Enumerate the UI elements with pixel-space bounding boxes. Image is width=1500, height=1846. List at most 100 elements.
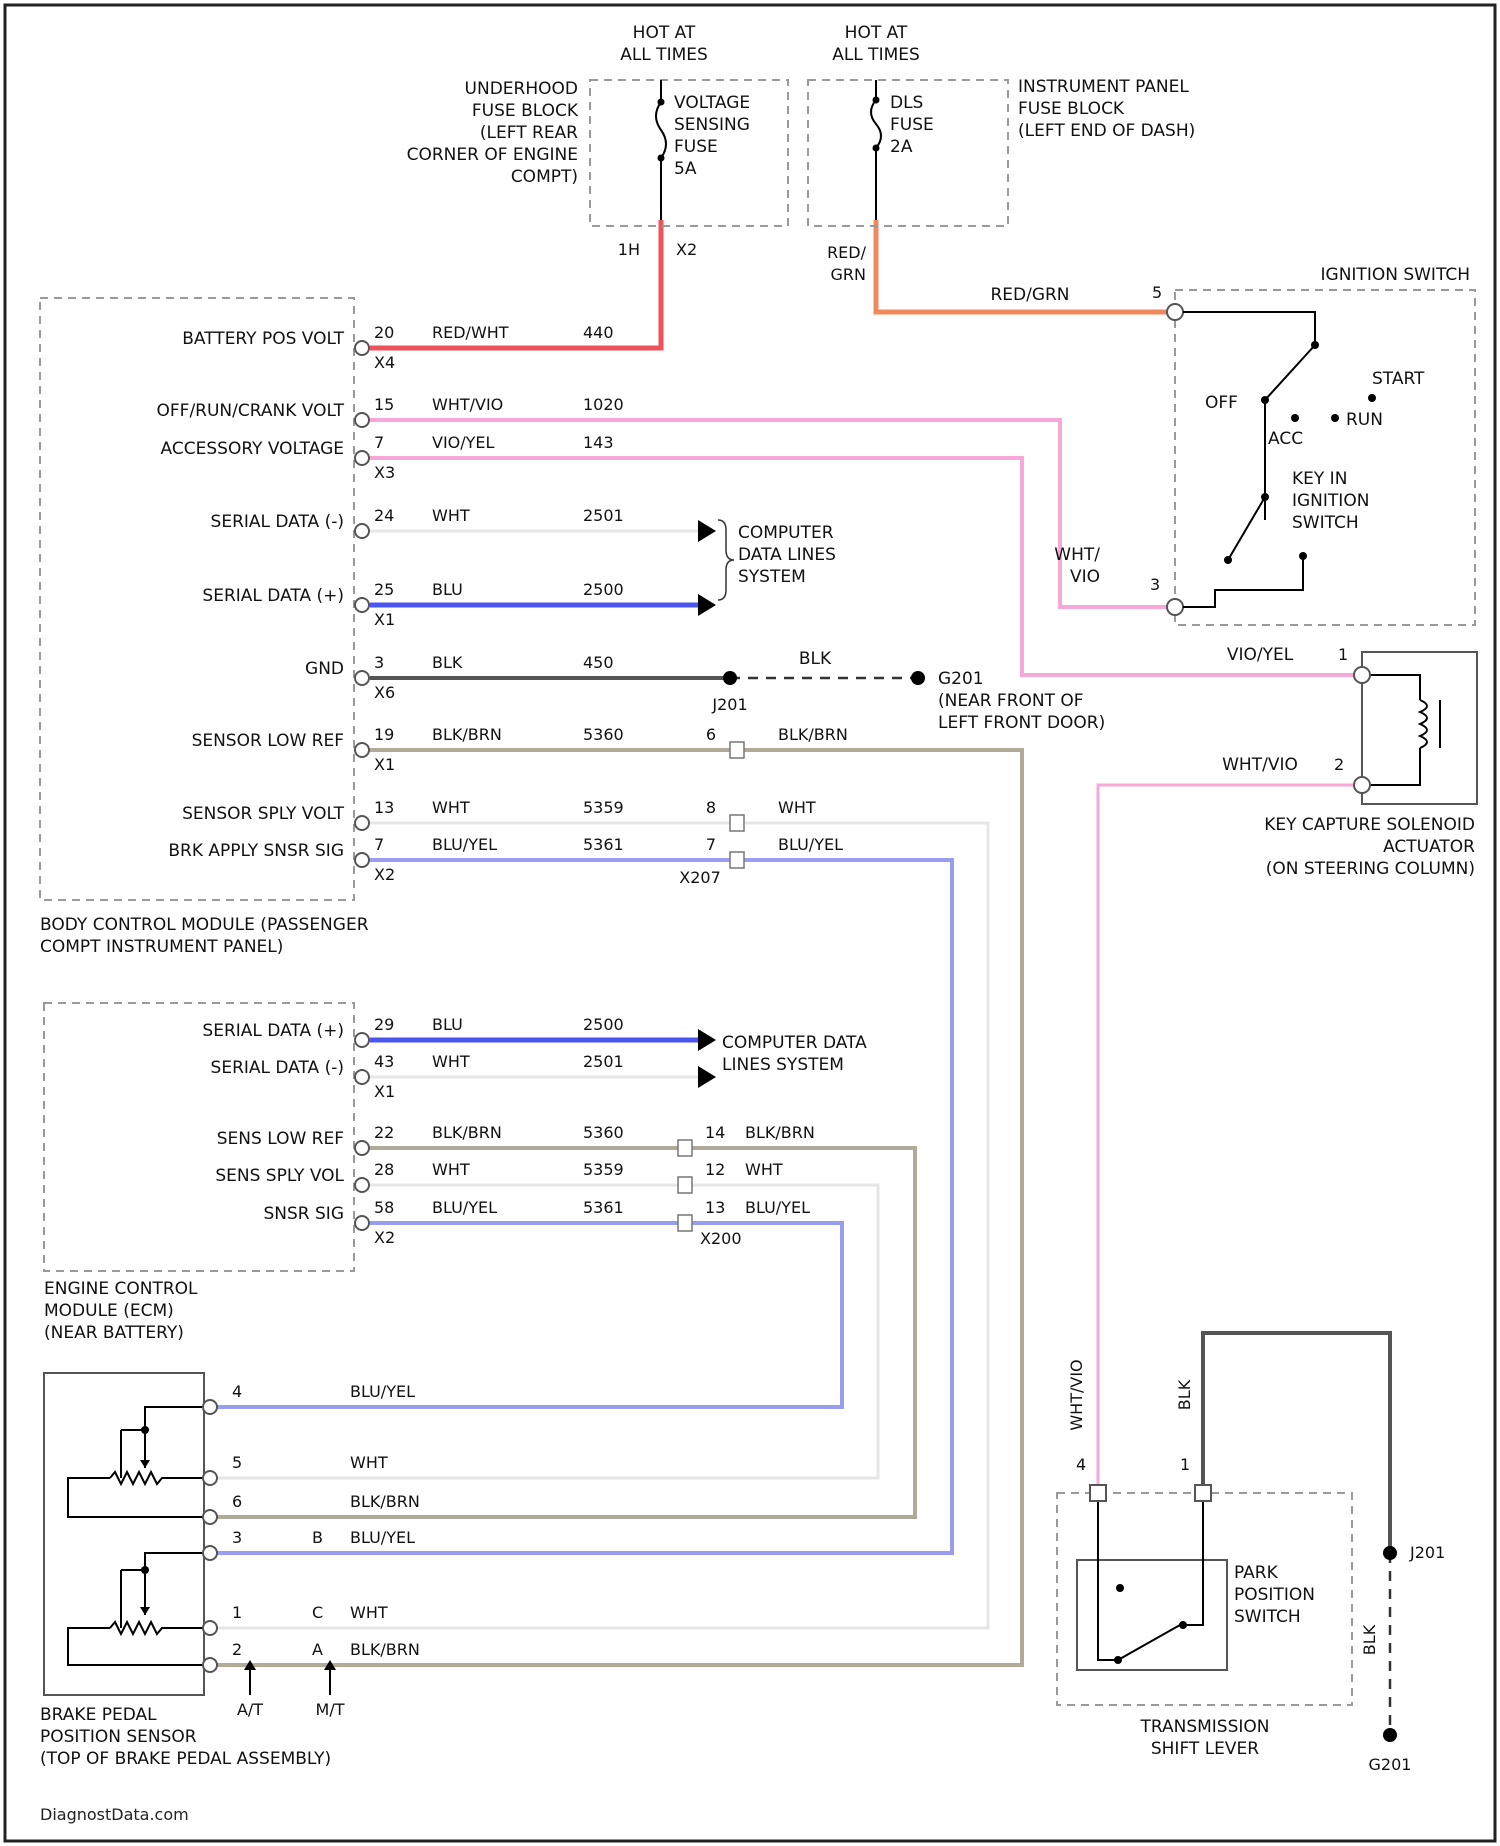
shift-lever-pin-a: 4 bbox=[1076, 1455, 1086, 1474]
x207-wire: WHT bbox=[778, 798, 816, 817]
ecm-wire-color: BLU/YEL bbox=[432, 1198, 497, 1217]
x200-connector bbox=[678, 1177, 692, 1193]
g201-ground-dot bbox=[911, 671, 925, 685]
bcm-blk-label: BLK bbox=[799, 649, 832, 669]
ecm-connector-id: X2 bbox=[374, 1228, 395, 1247]
ecm-pin-connector bbox=[355, 1216, 369, 1230]
brake-pin-connector bbox=[203, 1658, 217, 1672]
bcm-pin-connector bbox=[355, 853, 369, 867]
ignition-connector-bottom bbox=[1167, 599, 1183, 615]
brake-pin-wire: BLK/BRN bbox=[350, 1492, 420, 1511]
ecm-label: SENS SPLY VOL bbox=[215, 1166, 344, 1186]
ecm-connector-id: X1 bbox=[374, 1082, 395, 1101]
ecm-x200-label: X200 bbox=[700, 1229, 742, 1248]
key-capture-wire1: VIO/YEL bbox=[1227, 645, 1294, 665]
ecm-pin-connector bbox=[355, 1033, 369, 1047]
at-label: A/T bbox=[237, 1700, 263, 1719]
bcm-wire-color: RED/WHT bbox=[432, 323, 509, 342]
bcm-pin-number: 3 bbox=[374, 653, 384, 672]
bcm-pin-number: 15 bbox=[374, 395, 394, 414]
key-capture-pin1-connector bbox=[1354, 667, 1370, 683]
ecm-pin-connector bbox=[355, 1178, 369, 1192]
park-g201-dot bbox=[1383, 1728, 1397, 1742]
brake-pin-number: 5 bbox=[232, 1453, 242, 1472]
bcm-circuit-number: 5361 bbox=[583, 835, 624, 854]
ignition-wire-red-grn: RED/GRN bbox=[990, 285, 1069, 305]
bcm-x207-label: X207 bbox=[679, 868, 721, 887]
bcm-pin-connector bbox=[355, 413, 369, 427]
x200-pin: 14 bbox=[705, 1123, 725, 1142]
ecm-circuit-number: 2500 bbox=[583, 1015, 624, 1034]
ignition-start-label: START bbox=[1372, 369, 1425, 389]
bcm-pin-number: 25 bbox=[374, 580, 394, 599]
ecm-pin-number: 43 bbox=[374, 1052, 394, 1071]
bcm-circuit-number: 450 bbox=[583, 653, 614, 672]
brake-pin-connector bbox=[203, 1471, 217, 1485]
ignition-run-label: RUN bbox=[1346, 410, 1383, 430]
x200-wire: BLK/BRN bbox=[745, 1123, 815, 1142]
bcm-label: SERIAL DATA (-) bbox=[211, 512, 344, 532]
park-j201-dot bbox=[1383, 1546, 1397, 1560]
ecm-circuit-number: 5361 bbox=[583, 1198, 624, 1217]
bcm-wire-color: BLK bbox=[432, 653, 463, 672]
brake-pin-connector bbox=[203, 1546, 217, 1560]
bcm-pin-number: 7 bbox=[374, 835, 384, 854]
bcm-pin-number: 24 bbox=[374, 506, 394, 525]
site-footer: DiagnostData.com bbox=[40, 1805, 189, 1824]
bcm-pin-connector bbox=[355, 671, 369, 685]
shift-lever-pin-b: 1 bbox=[1180, 1455, 1190, 1474]
key-capture-pin1: 1 bbox=[1338, 645, 1348, 664]
mt-label: M/T bbox=[316, 1700, 345, 1719]
bcm-circuit-number: 440 bbox=[583, 323, 614, 342]
ecm-wire-color: BLK/BRN bbox=[432, 1123, 502, 1142]
ecm-label: SERIAL DATA (+) bbox=[202, 1021, 344, 1041]
ecm-circuit-number: 5360 bbox=[583, 1123, 624, 1142]
ecm-pin-connector bbox=[355, 1070, 369, 1084]
brake-pin-connector bbox=[203, 1621, 217, 1635]
ecm-pin-number: 58 bbox=[374, 1198, 394, 1217]
key-capture-wire2: WHT/VIO bbox=[1222, 755, 1298, 775]
bcm-pin-connector bbox=[355, 524, 369, 538]
bcm-circuit-number: 1020 bbox=[583, 395, 624, 414]
ecm-label: SNSR SIG bbox=[264, 1204, 345, 1224]
bcm-label: BRK APPLY SNSR SIG bbox=[168, 841, 344, 861]
bcm-pin-connector bbox=[355, 598, 369, 612]
brake-pin-connector bbox=[203, 1400, 217, 1414]
ecm-pin-number: 22 bbox=[374, 1123, 394, 1142]
brake-pin-wire: WHT bbox=[350, 1453, 388, 1472]
bcm-wire-color: BLU/YEL bbox=[432, 835, 497, 854]
bcm-label: ACCESSORY VOLTAGE bbox=[161, 439, 344, 459]
bcm-label: OFF/RUN/CRANK VOLT bbox=[157, 401, 345, 421]
ecm-pin-number: 28 bbox=[374, 1160, 394, 1179]
x200-connector bbox=[678, 1140, 692, 1156]
ignition-switch-title: IGNITION SWITCH bbox=[1321, 265, 1470, 285]
bcm-connector-id: X6 bbox=[374, 683, 395, 702]
bcm-label: SENSOR LOW REF bbox=[192, 731, 344, 751]
bcm-label: SENSOR SPLY VOLT bbox=[182, 804, 345, 824]
brake-pin-connector bbox=[203, 1510, 217, 1524]
brake-pin-letter: B bbox=[312, 1528, 323, 1547]
bcm-wire-color: VIO/YEL bbox=[432, 433, 495, 452]
bcm-wire-color: BLU bbox=[432, 580, 463, 599]
bcm-pin-connector bbox=[355, 341, 369, 355]
shift-lever-wire-a: WHT/VIO bbox=[1067, 1359, 1086, 1430]
x200-wire: BLU/YEL bbox=[745, 1198, 810, 1217]
ecm-wire-color: WHT bbox=[432, 1160, 470, 1179]
bcm-circuit-number: 2500 bbox=[583, 580, 624, 599]
x207-wire: BLU/YEL bbox=[778, 835, 843, 854]
x207-pin: 7 bbox=[706, 835, 716, 854]
ecm-wire-color: BLU bbox=[432, 1015, 463, 1034]
ignition-pin-5: 5 bbox=[1152, 283, 1162, 302]
bcm-circuit-number: 143 bbox=[583, 433, 614, 452]
x207-wire: BLK/BRN bbox=[778, 725, 848, 744]
ecm-circuit-number: 2501 bbox=[583, 1052, 624, 1071]
ecm-label: SERIAL DATA (-) bbox=[211, 1058, 344, 1078]
x207-connector bbox=[730, 815, 744, 831]
brake-pin-number: 3 bbox=[232, 1528, 242, 1547]
x200-pin: 12 bbox=[705, 1160, 725, 1179]
fuse-pin-1h: 1H bbox=[618, 240, 640, 259]
shift-lever-wire-b: BLK bbox=[1175, 1379, 1194, 1410]
brake-pin-wire: BLU/YEL bbox=[350, 1382, 415, 1401]
bcm-pin-number: 7 bbox=[374, 433, 384, 452]
